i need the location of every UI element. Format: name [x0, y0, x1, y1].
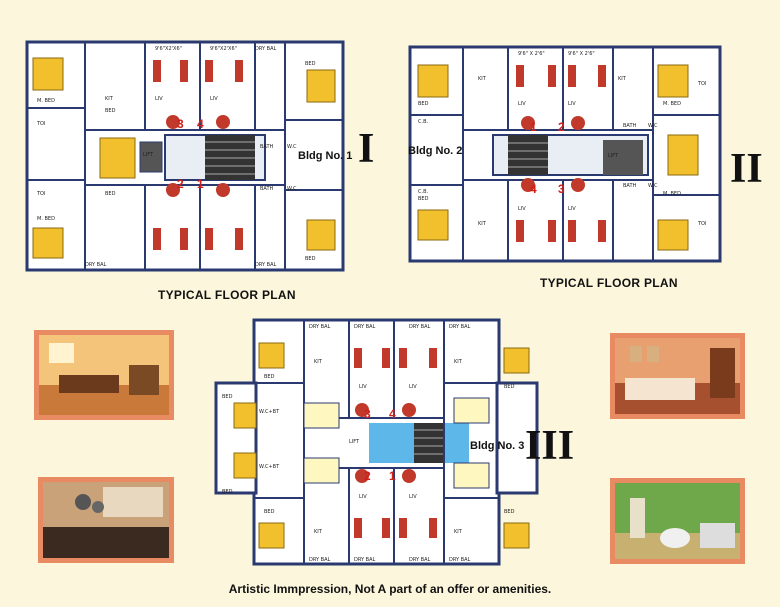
bldg-1-roman-numeral: I: [358, 126, 375, 172]
svg-text:3: 3: [364, 407, 371, 421]
svg-text:M. BED: M. BED: [37, 98, 55, 104]
svg-text:1: 1: [389, 469, 396, 483]
disclaimer-caption: Artistic Immpression, Not A part of an o…: [228, 582, 552, 596]
bldg-3-roman-numeral: III: [525, 423, 575, 469]
bldg-1-label: Bldg No. 1: [298, 150, 353, 162]
svg-text:BATH: BATH: [623, 183, 637, 189]
svg-text:4: 4: [389, 407, 396, 421]
svg-text:BED: BED: [418, 101, 429, 107]
bldg-3-label: Bldg No. 3: [470, 440, 525, 452]
svg-text:DRY BAL: DRY BAL: [85, 262, 106, 268]
bathroom-photo: [610, 478, 745, 564]
bldg-2-roman-numeral: II: [730, 146, 763, 192]
svg-text:BED: BED: [264, 509, 275, 515]
svg-text:4: 4: [197, 117, 204, 131]
svg-text:W.C: W.C: [287, 144, 297, 150]
svg-text:KIT: KIT: [105, 96, 114, 102]
svg-text:LIV: LIV: [409, 384, 417, 390]
svg-text:BED: BED: [305, 256, 316, 262]
bedroom-photo: [610, 333, 745, 419]
svg-text:TOI: TOI: [36, 121, 45, 127]
svg-text:M. BED: M. BED: [663, 191, 681, 197]
svg-text:9'6"X2'X6": 9'6"X2'X6": [210, 46, 237, 52]
bldg-2-label: Bldg No. 2: [408, 145, 463, 157]
svg-text:M. BED: M. BED: [37, 216, 55, 222]
svg-text:LIV: LIV: [518, 206, 526, 212]
svg-text:KIT: KIT: [454, 359, 463, 365]
svg-text:BED: BED: [105, 108, 116, 114]
svg-text:BED: BED: [504, 384, 515, 390]
svg-text:2: 2: [177, 177, 184, 191]
svg-text:2: 2: [364, 469, 371, 483]
svg-text:BED: BED: [504, 509, 515, 515]
svg-text:LIV: LIV: [409, 494, 417, 500]
svg-text:W.C+BT: W.C+BT: [259, 409, 280, 415]
svg-text:KIT: KIT: [314, 359, 323, 365]
svg-text:LIV: LIV: [518, 101, 526, 107]
svg-text:KIT: KIT: [454, 529, 463, 535]
svg-text:BED: BED: [305, 61, 316, 67]
svg-text:4: 4: [530, 182, 537, 196]
kitchen-photo: [38, 477, 174, 563]
svg-text:TOI: TOI: [697, 221, 706, 227]
svg-text:KIT: KIT: [314, 529, 323, 535]
floor-plan-bldg-2-drawing: 9'6" X 2'6" 9'6" X 2'6" BED KIT LIV LIV …: [408, 45, 722, 263]
svg-text:C.B.: C.B.: [418, 189, 429, 195]
svg-text:LIV: LIV: [568, 101, 576, 107]
svg-text:TOI: TOI: [697, 81, 706, 87]
svg-text:DRY BAL: DRY BAL: [309, 324, 330, 330]
svg-text:9'6" X 2'6": 9'6" X 2'6": [518, 51, 545, 57]
floor-plan-bldg-3-drawing: DRY BAL DRY BAL DRY BAL DRY BAL KIT KIT …: [214, 318, 539, 566]
svg-text:TOI: TOI: [36, 191, 45, 197]
floor-plan-bldg-1: 9'6"X2'X6" 9'6"X2'X6" M. BED TOI KIT LIV…: [25, 30, 345, 280]
svg-text:W.C+BT: W.C+BT: [259, 464, 280, 470]
svg-text:BATH: BATH: [260, 186, 274, 192]
svg-text:BATH: BATH: [623, 123, 637, 129]
svg-text:DRY BAL: DRY BAL: [255, 46, 276, 52]
svg-text:DRY BAL: DRY BAL: [449, 324, 470, 330]
svg-text:LIV: LIV: [210, 96, 218, 102]
svg-text:DRY BAL: DRY BAL: [409, 324, 430, 330]
svg-text:LIV: LIV: [359, 384, 367, 390]
svg-text:9'6"X2'X6": 9'6"X2'X6": [155, 46, 182, 52]
svg-text:LIFT: LIFT: [143, 152, 154, 158]
svg-text:1: 1: [530, 120, 537, 134]
svg-text:KIT: KIT: [478, 221, 487, 227]
svg-text:LIV: LIV: [568, 206, 576, 212]
svg-text:C.B.: C.B.: [418, 119, 429, 125]
svg-text:DRY BAL: DRY BAL: [309, 557, 330, 563]
svg-text:9'6" X 2'6": 9'6" X 2'6": [568, 51, 595, 57]
svg-text:KIT: KIT: [478, 76, 487, 82]
svg-text:LIV: LIV: [359, 494, 367, 500]
svg-text:M. BED: M. BED: [663, 101, 681, 107]
floor-plan-bldg-1-drawing: 9'6"X2'X6" 9'6"X2'X6" M. BED TOI KIT LIV…: [25, 40, 345, 272]
svg-text:3: 3: [558, 182, 565, 196]
svg-text:DRY BAL: DRY BAL: [409, 557, 430, 563]
svg-text:LIV: LIV: [155, 96, 163, 102]
svg-text:BATH: BATH: [260, 144, 274, 150]
svg-text:W.C: W.C: [287, 186, 297, 192]
svg-text:BED: BED: [264, 374, 275, 380]
svg-text:2: 2: [558, 120, 565, 134]
svg-text:1: 1: [197, 177, 204, 191]
floor-plan-bldg-3: DRY BAL DRY BAL DRY BAL DRY BAL KIT KIT …: [214, 318, 544, 568]
svg-text:BED: BED: [222, 394, 233, 400]
svg-text:LIFT: LIFT: [608, 153, 619, 159]
svg-text:BED: BED: [418, 196, 429, 202]
svg-text:3: 3: [177, 117, 184, 131]
svg-text:LIFT: LIFT: [349, 439, 360, 445]
floor-plan-bldg-2: 9'6" X 2'6" 9'6" X 2'6" BED KIT LIV LIV …: [408, 45, 728, 265]
svg-text:DRY BAL: DRY BAL: [354, 557, 375, 563]
svg-text:DRY BAL: DRY BAL: [255, 262, 276, 268]
svg-text:BED: BED: [105, 191, 116, 197]
svg-text:DRY BAL: DRY BAL: [354, 324, 375, 330]
typical-floor-plan-title-left: TYPICAL FLOOR PLAN: [158, 288, 296, 302]
svg-text:W.C: W.C: [648, 123, 658, 129]
typical-floor-plan-title-right: TYPICAL FLOOR PLAN: [540, 276, 678, 290]
svg-text:BED: BED: [222, 489, 233, 495]
svg-text:W.C: W.C: [648, 183, 658, 189]
svg-text:KIT: KIT: [618, 76, 627, 82]
living-room-photo: [34, 330, 174, 420]
svg-text:DRY BAL: DRY BAL: [449, 557, 470, 563]
